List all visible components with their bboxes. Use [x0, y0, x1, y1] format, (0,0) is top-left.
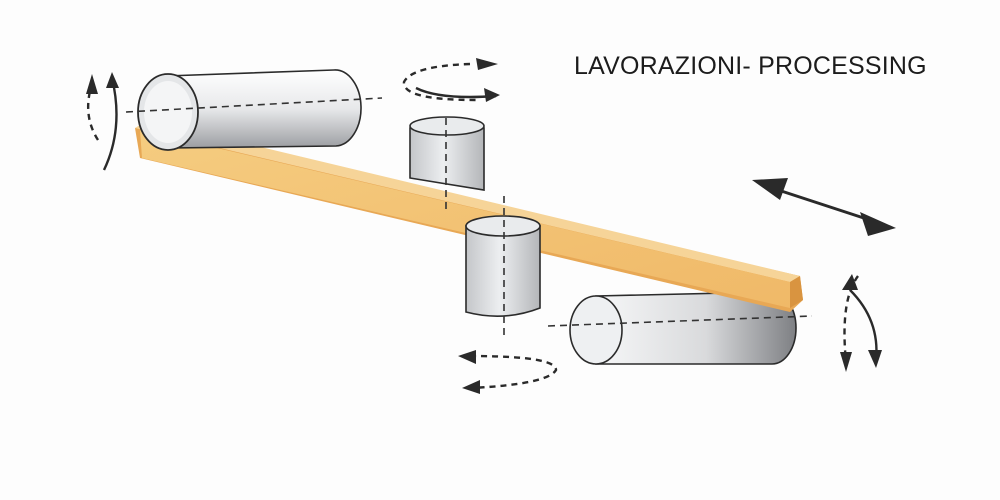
axis-lines — [125, 97, 813, 340]
double-arrow-icon — [752, 178, 896, 236]
rotation-arrow-icon — [86, 58, 882, 394]
bottom-roller — [569, 291, 797, 365]
wooden-board — [135, 120, 803, 312]
lower-vertical-roller — [465, 215, 541, 317]
top-roller — [137, 69, 362, 151]
upper-vertical-roller — [409, 116, 485, 191]
diagram-title: LAVORAZIONI- PROCESSING — [574, 52, 927, 80]
